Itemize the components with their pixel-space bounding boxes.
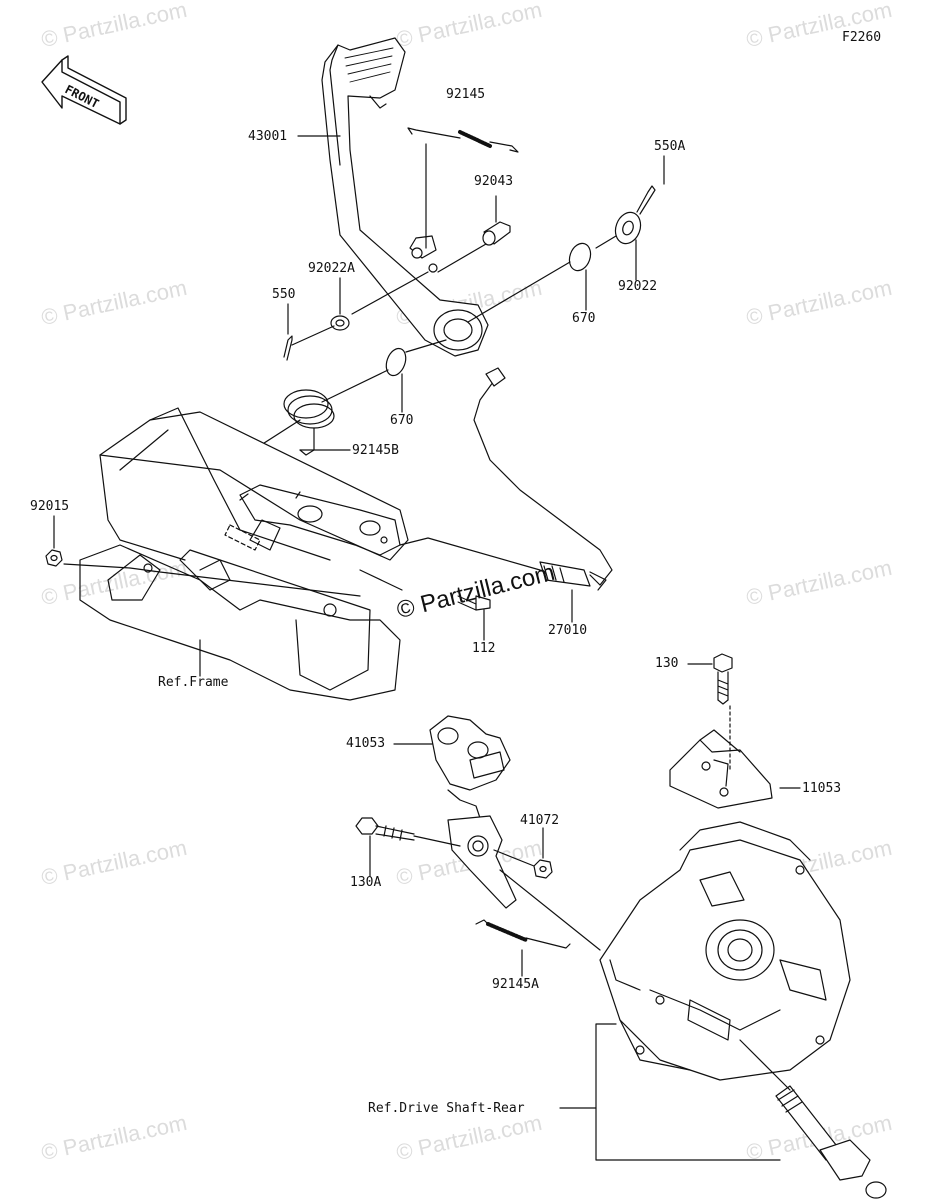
drive-shaft: [775, 1085, 887, 1199]
bracket-11053: [669, 705, 773, 809]
label-27010[interactable]: 27010: [548, 623, 588, 638]
label-670-lower[interactable]: 670: [390, 413, 414, 428]
brake-switch-27010: [473, 367, 613, 591]
o-ring-670: [568, 242, 592, 272]
bolt-112: [457, 595, 491, 611]
washer-92022: [614, 211, 642, 245]
label-92015[interactable]: 92015: [30, 499, 70, 514]
cotter-pin-550A: [636, 185, 656, 215]
drive-shaft-housing: [599, 821, 851, 1081]
label-670-upper[interactable]: 670: [572, 311, 596, 326]
brake-lever: [447, 815, 517, 909]
label-130A[interactable]: 130A: [350, 875, 382, 890]
brake-pedal: [321, 37, 489, 357]
spring-92145: [407, 127, 519, 153]
o-ring-670: [385, 347, 407, 377]
label-ref-frame[interactable]: Ref.Frame: [158, 675, 229, 690]
nut-41072: [533, 859, 553, 879]
frame: [79, 407, 409, 701]
adjuster-41053: [429, 715, 511, 831]
label-92022A[interactable]: 92022A: [308, 261, 355, 276]
label-43001[interactable]: 43001: [248, 129, 288, 144]
washer-92022A: [330, 315, 350, 331]
label-11053[interactable]: 11053: [802, 781, 842, 796]
label-41053[interactable]: 41053: [346, 736, 386, 751]
label-41072[interactable]: 41072: [520, 813, 560, 828]
pin-92043: [482, 195, 511, 246]
diagram-code: F2260: [842, 30, 882, 45]
label-92145B[interactable]: 92145B: [352, 443, 399, 458]
bolt-130A: [355, 817, 415, 841]
label-92043[interactable]: 92043: [474, 174, 514, 189]
spring-92145A: [475, 919, 571, 949]
label-550[interactable]: 550: [272, 287, 296, 302]
label-130[interactable]: 130: [655, 656, 679, 671]
nut-92015: [45, 549, 63, 567]
torsion-spring-92145B: [283, 389, 335, 456]
label-92145A[interactable]: 92145A: [492, 977, 539, 992]
label-112[interactable]: 112: [472, 641, 496, 656]
bolt-130: [713, 653, 733, 705]
label-550A[interactable]: 550A: [654, 139, 686, 154]
label-92022[interactable]: 92022: [618, 279, 658, 294]
cotter-pin-550: [283, 335, 293, 361]
label-92145[interactable]: 92145: [446, 87, 486, 102]
front-arrow-icon: FRONT: [41, 55, 127, 125]
label-ref-drive-shaft-rear[interactable]: Ref.Drive Shaft-Rear: [368, 1101, 525, 1116]
